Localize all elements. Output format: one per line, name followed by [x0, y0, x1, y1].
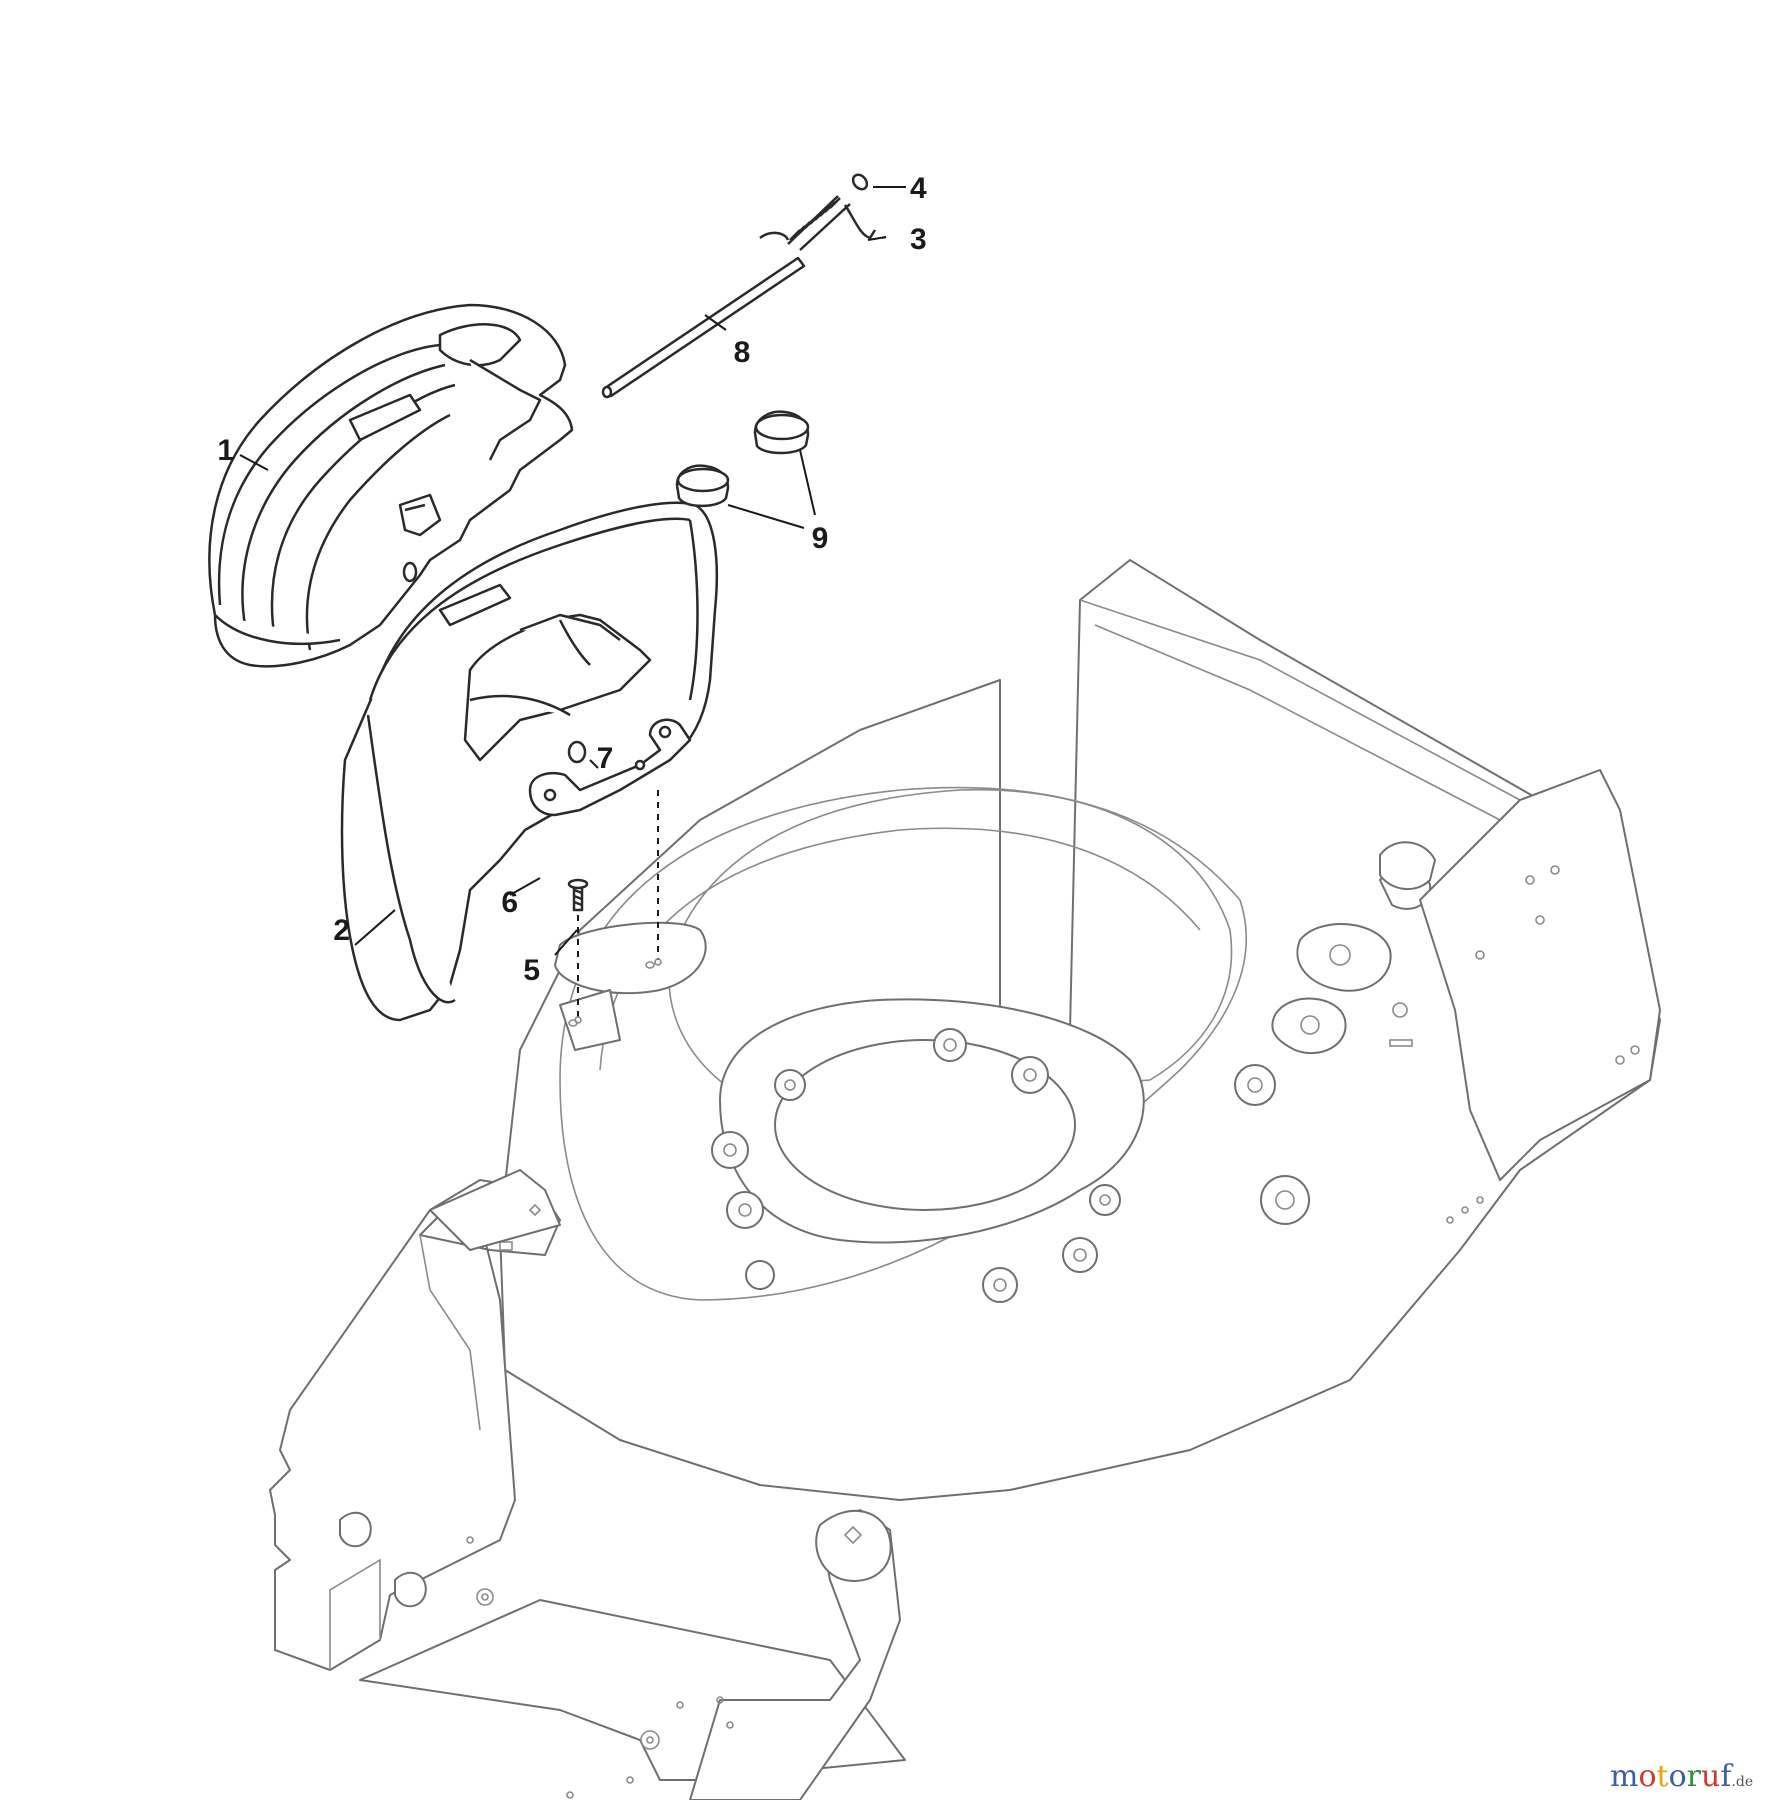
- watermark-letter: f: [1720, 1759, 1733, 1794]
- part-4-washer: [851, 173, 869, 191]
- watermark-logo: motoruf.de: [1610, 1759, 1753, 1794]
- watermark-text: motoruf.de: [1610, 1759, 1753, 1794]
- part-8-hinge-rod: [601, 256, 806, 399]
- part-6-bracket: [528, 718, 692, 817]
- watermark-letter: m: [1610, 1759, 1638, 1794]
- callout-3: 3: [910, 223, 927, 256]
- callout-9: 9: [812, 522, 829, 555]
- callout-labels: 1 2 3 4 5 6 7 8 9: [217, 172, 927, 987]
- mower-deck: [269, 559, 1661, 1800]
- callout-6: 6: [501, 886, 518, 919]
- callout-8: 8: [734, 336, 751, 369]
- callout-5: 5: [523, 954, 540, 987]
- callout-1: 1: [217, 434, 234, 467]
- callout-2: 2: [333, 914, 350, 947]
- watermark-letter: r: [1687, 1759, 1702, 1794]
- watermark-letter: u: [1701, 1759, 1720, 1794]
- part-1-rear-cover: [208, 303, 574, 668]
- watermark-letter: o: [1638, 1759, 1656, 1794]
- watermark-suffix: .de: [1731, 1774, 1753, 1790]
- part-5-screw: [567, 878, 589, 912]
- callout-4: 4: [910, 172, 927, 205]
- part-3-torsion-spring: [759, 195, 877, 251]
- part-9-caps: [675, 410, 810, 508]
- leader-lines: [239, 186, 906, 1024]
- mounting-bosses: [711, 1028, 1121, 1303]
- side-panel-holes: [1389, 865, 1640, 1224]
- part-2-discharge-chute: [340, 501, 719, 1022]
- callout-7: 7: [597, 742, 614, 775]
- part-7-nut: [567, 740, 587, 764]
- watermark-letter: o: [1669, 1759, 1687, 1794]
- watermark-letter: t: [1657, 1759, 1669, 1794]
